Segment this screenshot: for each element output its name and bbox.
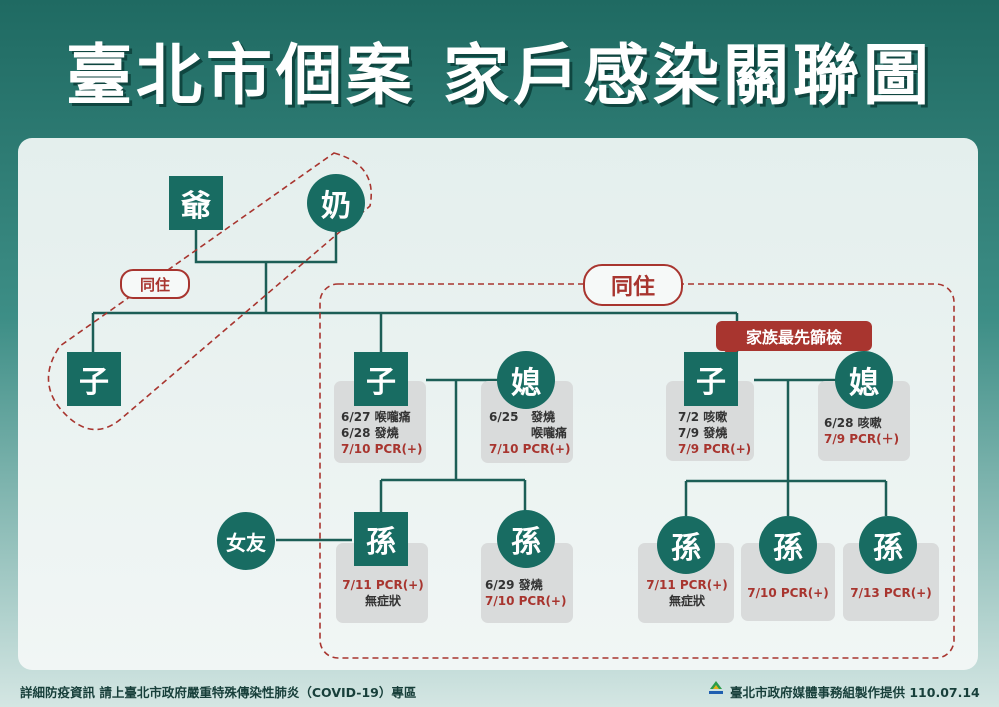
gc2b-info: 6/29 發燒 7/10 PCR(+) bbox=[485, 577, 566, 609]
symptom-line: 7/9 發燒 bbox=[678, 426, 728, 440]
grandchild-2a-node: 孫 bbox=[354, 512, 408, 566]
pcr-result: 7/13 PCR(+) bbox=[850, 586, 932, 600]
gc3a-info: 7/11 PCR(+) 無症狀 bbox=[642, 577, 732, 609]
wife2-node: 媳 bbox=[497, 351, 555, 409]
pcr-result: 7/11 PCR(+) bbox=[646, 578, 728, 592]
son3-node: 子 bbox=[684, 352, 738, 406]
footer-credit-text: 臺北市政府媒體事務組製作提供 110.07.14 bbox=[730, 685, 980, 700]
cohabit-label-small: 同住 bbox=[120, 269, 190, 299]
pcr-result: 7/10 PCR(+) bbox=[485, 594, 567, 608]
symptom-date: 6/25 bbox=[489, 410, 519, 424]
grandchild-3c-node: 孫 bbox=[859, 516, 917, 574]
symptom-line: 6/29 發燒 bbox=[485, 578, 543, 592]
cohabit-label-big: 同住 bbox=[583, 264, 683, 306]
pcr-result: 7/11 PCR(+) bbox=[342, 578, 424, 592]
cohabit-boundary-big bbox=[319, 283, 955, 659]
gc3b-info: 7/10 PCR(+) bbox=[744, 585, 832, 601]
first-screen-tag: 家族最先篩檢 bbox=[716, 321, 872, 351]
pcr-result: 7/10 PCR(+) bbox=[489, 442, 571, 456]
son1-node: 子 bbox=[67, 352, 121, 406]
symptom-line: 6/28 咳嗽 bbox=[824, 416, 882, 430]
symptom-line: 無症狀 bbox=[364, 594, 401, 608]
son2-info: 6/27 喉嚨痛 6/28 發燒 7/10 PCR(+) bbox=[341, 409, 422, 457]
grandchild-3a-node: 孫 bbox=[657, 516, 715, 574]
gc3c-info: 7/13 PCR(+) bbox=[846, 585, 936, 601]
grandchild-3b-node: 孫 bbox=[759, 516, 817, 574]
symptom-line: 發燒 bbox=[531, 410, 556, 424]
grandchild-2b-node: 孫 bbox=[497, 510, 555, 568]
symptom-line: 7/2 咳嗽 bbox=[678, 410, 728, 424]
pcr-result: 7/10 PCR(+) bbox=[747, 586, 829, 600]
taipei-logo-icon bbox=[709, 681, 723, 694]
wife3-info: 6/28 咳嗽 7/9 PCR(＋) bbox=[824, 415, 899, 447]
symptom-line: 喉嚨痛 bbox=[531, 426, 568, 440]
wife2-info: 6/25 發燒 喉嚨痛 7/10 PCR(+) bbox=[489, 409, 570, 457]
symptom-line: 6/27 喉嚨痛 bbox=[341, 410, 411, 424]
page-title: 臺北市個案 家戶感染關聯圖 bbox=[66, 37, 933, 114]
grandpa-node: 爺 bbox=[169, 176, 223, 230]
pcr-result: 7/9 PCR(+) bbox=[678, 442, 752, 456]
son2-node: 子 bbox=[354, 352, 408, 406]
symptom-line: 6/28 發燒 bbox=[341, 426, 399, 440]
gc2a-info: 7/11 PCR(+) 無症狀 bbox=[340, 577, 426, 609]
girlfriend-node: 女友 bbox=[217, 512, 275, 570]
pcr-result: 7/10 PCR(+) bbox=[341, 442, 423, 456]
pcr-result: 7/9 PCR(＋) bbox=[824, 432, 900, 446]
footer-info-text: 詳細防疫資訊 請上臺北市政府嚴重特殊傳染性肺炎（COVID-19）專區 bbox=[20, 685, 417, 700]
son3-info: 7/2 咳嗽 7/9 發燒 7/9 PCR(+) bbox=[678, 409, 751, 457]
grandma-node: 奶 bbox=[307, 174, 365, 232]
wife3-node: 媳 bbox=[835, 351, 893, 409]
symptom-line: 無症狀 bbox=[668, 594, 705, 608]
cohabit-boundary-small bbox=[47, 152, 372, 431]
